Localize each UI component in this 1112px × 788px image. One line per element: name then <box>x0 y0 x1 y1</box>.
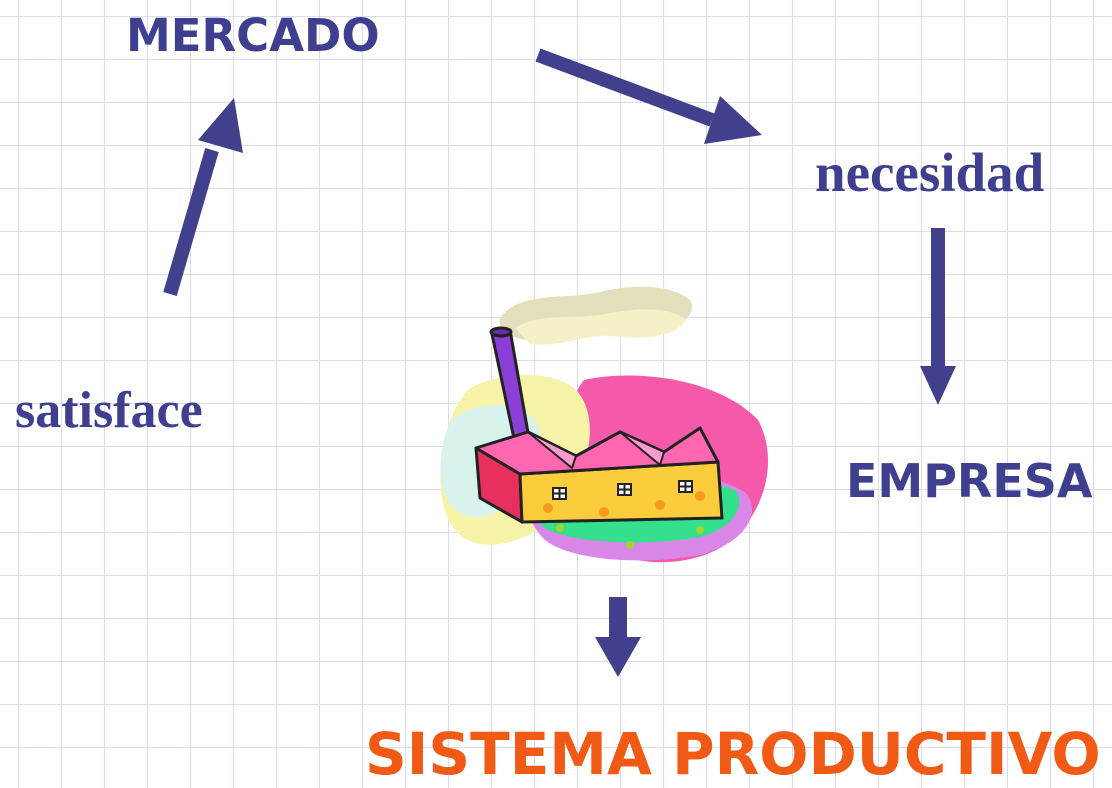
arrow-factory-to-sistema <box>595 597 641 677</box>
arrow-mercado-to-necesidad <box>535 48 762 144</box>
arrow-satisface-to-mercado <box>163 98 243 296</box>
arrow-necesidad-to-empresa <box>920 228 956 405</box>
label-satisface: satisface <box>15 382 203 439</box>
factory-clipart-icon <box>440 286 769 563</box>
label-sistema-productivo: SISTEMA PRODUCTIVO <box>365 720 1101 788</box>
label-empresa: EMPRESA <box>846 454 1093 508</box>
label-necesidad: necesidad <box>815 142 1045 203</box>
label-mercado: MERCADO <box>126 9 380 62</box>
